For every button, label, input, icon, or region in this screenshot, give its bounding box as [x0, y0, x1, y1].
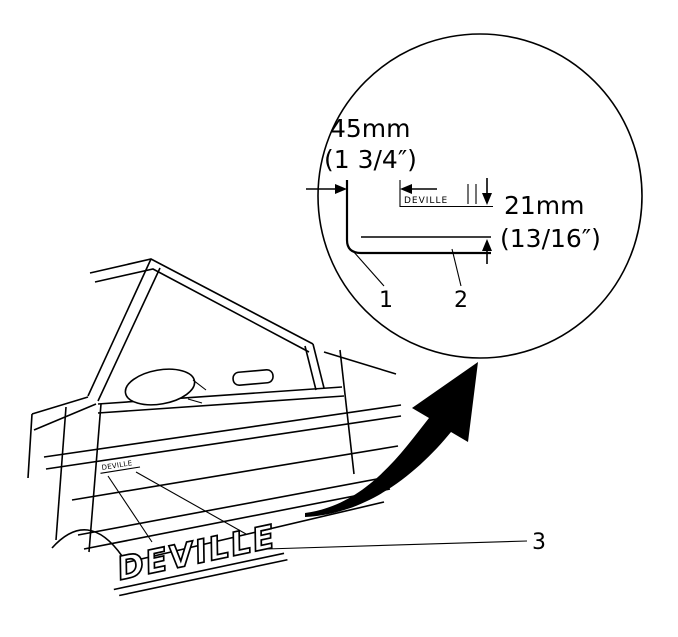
- emblem-base-line-1: [113, 552, 285, 591]
- fender-edge: [55, 406, 67, 541]
- emblem-fan-line-1: [107, 475, 153, 543]
- a-pillar-outer: [87, 258, 152, 397]
- door-edge-profile-line: [345, 180, 491, 255]
- b-pillar-front: [304, 345, 317, 391]
- arrow-left-icon: [400, 184, 412, 194]
- callout-1-label: 1: [379, 288, 393, 313]
- arrow-down-icon: [482, 193, 492, 205]
- callout-3-label: 3: [532, 530, 546, 555]
- callout-2-leader: [451, 248, 462, 287]
- front-door-edge: [88, 403, 102, 553]
- front-end-edge: [27, 413, 33, 479]
- side-mirror: [124, 368, 196, 406]
- door-emblem-small-text: DEVILLE: [101, 459, 133, 472]
- dim-height-mm-label: 21mm: [504, 191, 585, 220]
- arrow-right-icon: [335, 184, 347, 194]
- sill-line: [119, 501, 385, 565]
- b-pillar-rear: [312, 343, 325, 389]
- door-crease-2: [45, 415, 402, 470]
- beltline-lower: [97, 395, 345, 414]
- magnify-arrow-icon: [305, 362, 478, 517]
- dim-height-in-label: (13/16″): [500, 224, 601, 253]
- wheel-arch: [51, 529, 123, 557]
- roofline-inner: [94, 268, 310, 353]
- a-pillar-inner: [97, 267, 161, 402]
- dim-width-in-label: (1 3/4″): [324, 145, 417, 174]
- door-handle: [232, 368, 274, 387]
- callout-2-label: 2: [454, 288, 468, 313]
- door-crease-1: [43, 404, 402, 458]
- dim-width-mm-label: 45mm: [330, 114, 411, 143]
- emblem-fan-line-2: [135, 471, 247, 535]
- arrow-up-icon: [482, 239, 492, 251]
- callout-3-leader: [265, 540, 528, 550]
- roofline-outer: [89, 258, 314, 345]
- rear-quarter-line: [323, 351, 397, 375]
- hood-line-1: [31, 396, 89, 415]
- door-crease-3: [71, 445, 399, 501]
- emblem-base-line-2: [119, 558, 288, 597]
- door-emblem-small-underline: [100, 466, 141, 474]
- mirror-arm-2: [187, 398, 203, 404]
- inset-emblem-text: DEVILLE: [404, 196, 448, 206]
- rocker-line-2: [83, 488, 391, 550]
- rocker-line-1: [77, 476, 389, 536]
- inset-circle: [317, 33, 643, 359]
- mirror-arm-1: [192, 379, 207, 391]
- callout-1-leader: [352, 250, 385, 287]
